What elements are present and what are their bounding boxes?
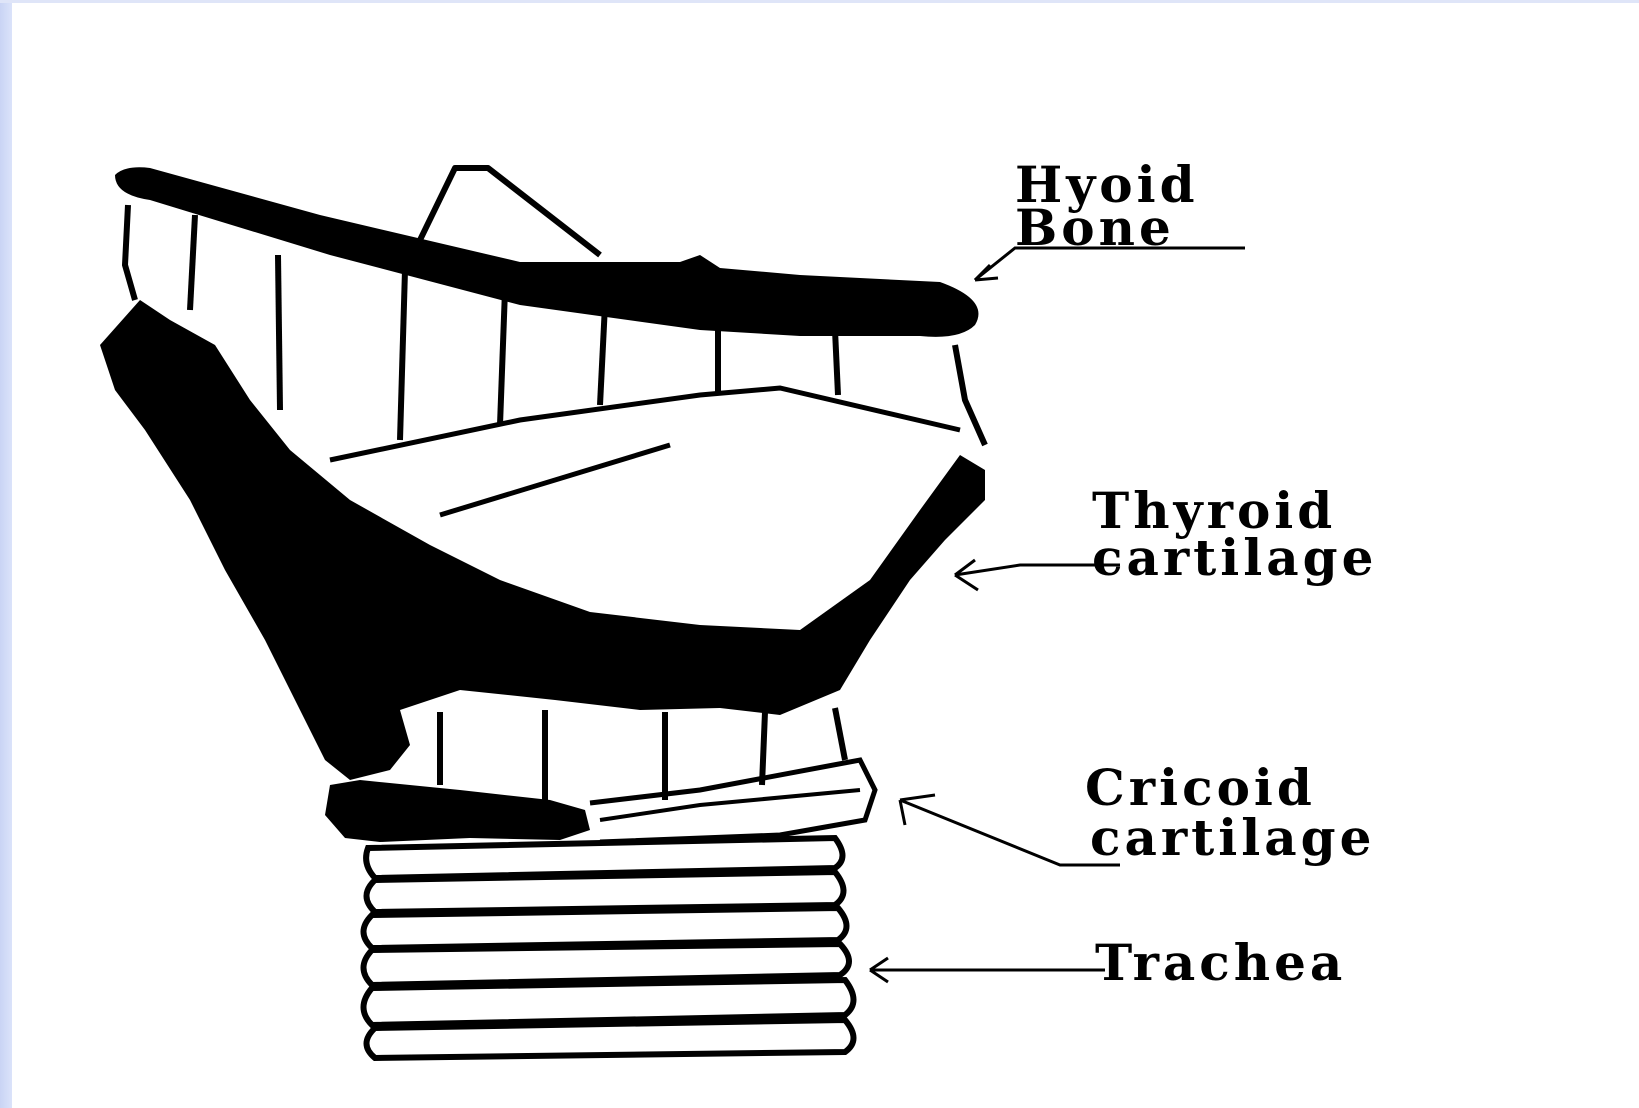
thyroid-lamina-lines [330,388,960,515]
trachea-rings [364,838,854,1058]
cricothyroid-membrane [440,708,845,800]
cricoid-cartilage-shape [325,760,875,842]
hyoid-bone-shape [115,167,978,337]
epiglottis-outline [420,168,600,255]
label-hyoid-line2: Bone [1015,198,1175,257]
label-cricoid-line2: cartilage [1090,808,1375,867]
thyroid-cartilage-shape [100,300,985,780]
trachea-pointer [870,958,1105,982]
label-trachea: Trachea [1095,933,1346,992]
label-thyroid-line2: cartilage [1092,528,1377,587]
